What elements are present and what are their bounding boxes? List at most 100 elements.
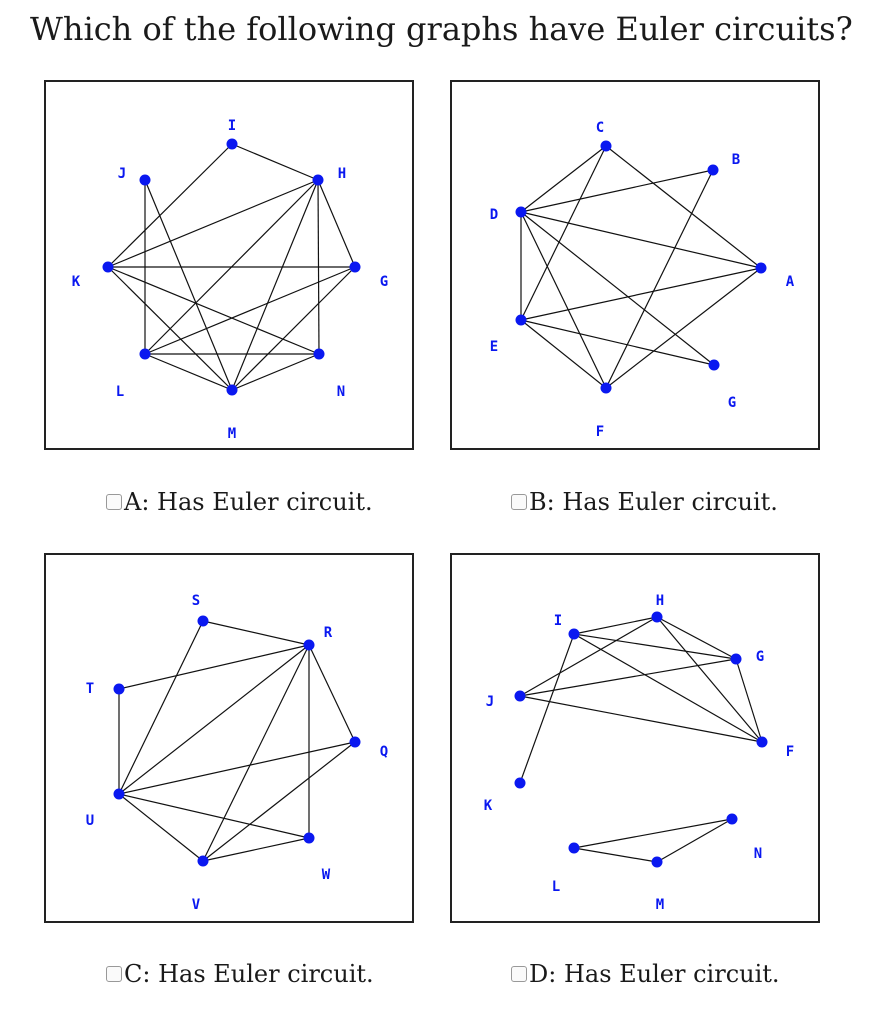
graph-c-edge-u-w bbox=[118, 793, 310, 839]
option-c-label: C: Has Euler circuit. bbox=[124, 960, 374, 988]
checkbox-d[interactable] bbox=[511, 966, 527, 982]
graph-c-vertex-label-u: U bbox=[86, 813, 94, 829]
graph-a-vertex-label-n: N bbox=[337, 384, 345, 400]
graph-a-vertex-i bbox=[226, 138, 238, 150]
graph-a-edge-m-g bbox=[231, 266, 356, 391]
graph-b-vertex-label-b: B bbox=[732, 152, 740, 168]
graph-a-vertex-k bbox=[102, 261, 114, 273]
graph-d-vertex-k bbox=[514, 777, 526, 789]
graph-c-vertex-label-s: S bbox=[192, 593, 200, 609]
graph-a-vertex-label-h: H bbox=[338, 166, 346, 182]
graph-c-edge-u-v bbox=[118, 793, 204, 862]
graph-d-vertex-n bbox=[726, 813, 738, 825]
graph-b-vertex-a bbox=[755, 262, 767, 274]
graph-d-edge-j-g bbox=[519, 658, 737, 697]
graph-c-vertex-t bbox=[113, 683, 125, 695]
graph-c-vertex-label-q: Q bbox=[380, 744, 388, 760]
graph-b-edge-d-g bbox=[520, 211, 715, 366]
graph-c-vertex-u bbox=[113, 788, 125, 800]
graph-b-vertex-label-e: E bbox=[490, 339, 498, 355]
graph-c-vertex-v bbox=[197, 855, 209, 867]
option-c[interactable]: C: Has Euler circuit. bbox=[106, 960, 374, 988]
graph-a-edge-h-l bbox=[144, 179, 319, 355]
graph-b-edge-f-b bbox=[605, 169, 714, 389]
graph-b-vertex-label-f: F bbox=[596, 424, 604, 440]
graph-d-edge-i-h bbox=[573, 616, 658, 635]
graph-d-vertex-label-k: K bbox=[484, 798, 493, 814]
graph-a-edge-j-m bbox=[144, 179, 233, 391]
option-b[interactable]: B: Has Euler circuit. bbox=[511, 488, 778, 516]
checkbox-a[interactable] bbox=[106, 494, 122, 510]
question-text: Which of the following graphs have Euler… bbox=[30, 10, 853, 48]
graph-c-vertex-q bbox=[349, 736, 361, 748]
graph-d-edge-m-n bbox=[656, 818, 733, 863]
graph-b-vertex-label-d: D bbox=[490, 207, 498, 223]
checkbox-c[interactable] bbox=[106, 966, 122, 982]
graph-a-edge-k-n bbox=[107, 266, 320, 355]
graph-b-edge-e-g bbox=[520, 319, 715, 366]
graph-d-vertex-label-n: N bbox=[754, 846, 762, 862]
graph-d-edge-i-g bbox=[573, 633, 737, 660]
graph-d-edge-i-f bbox=[573, 633, 763, 743]
graph-d-vertex-j bbox=[514, 690, 526, 702]
graph-b-vertex-label-c: C bbox=[596, 120, 604, 136]
graph-b-vertex-e bbox=[515, 314, 527, 326]
graph-a-edge-l-m bbox=[144, 353, 233, 391]
graph-a-edge-i-k bbox=[107, 143, 233, 268]
checkbox-b[interactable] bbox=[511, 494, 527, 510]
graph-c-vertex-label-r: R bbox=[324, 625, 333, 641]
graph-d-edge-h-g bbox=[656, 616, 737, 660]
graph-a-vertex-h bbox=[312, 174, 324, 186]
graph-a-vertex-j bbox=[139, 174, 151, 186]
graph-b-edge-e-f bbox=[520, 319, 607, 389]
graph-a-vertex-m bbox=[226, 384, 238, 396]
graph-a-edge-l-g bbox=[144, 266, 356, 355]
graph-c-vertex-label-t: T bbox=[86, 681, 94, 697]
graph-c-edge-s-r bbox=[202, 620, 310, 646]
graph-a-edge-h-g bbox=[317, 179, 356, 268]
option-a[interactable]: A: Has Euler circuit. bbox=[106, 488, 373, 516]
graph-a-vertex-label-j: J bbox=[118, 166, 126, 182]
graph-c-edge-u-q bbox=[118, 741, 356, 795]
graph-d-vertex-label-g: G bbox=[756, 649, 764, 665]
option-d[interactable]: D: Has Euler circuit. bbox=[511, 960, 780, 988]
graph-d-vertex-label-h: H bbox=[656, 593, 664, 609]
graph-d-vertex-l bbox=[568, 842, 580, 854]
graph-b-vertex-g bbox=[708, 359, 720, 371]
graph-a-vertex-g bbox=[349, 261, 361, 273]
graph-b-vertex-d bbox=[515, 206, 527, 218]
graph-d-edge-h-f bbox=[656, 616, 763, 743]
graph-d-vertex-i bbox=[568, 628, 580, 640]
graph-b-edge-c-d bbox=[520, 145, 607, 213]
graph-b-vertex-c bbox=[600, 140, 612, 152]
graph-c-edge-v-q bbox=[202, 741, 356, 862]
graph-c-edge-r-v bbox=[202, 644, 310, 862]
graph-b-vertex-label-g: G bbox=[728, 395, 736, 411]
graph-d-vertex-label-i: I bbox=[554, 613, 562, 629]
graph-b-edge-c-e bbox=[520, 145, 607, 321]
graph-a-vertex-n bbox=[313, 348, 325, 360]
option-a-label: A: Has Euler circuit. bbox=[124, 488, 373, 516]
graph-a-vertex-label-l: L bbox=[116, 384, 124, 400]
graph-c-vertex-s bbox=[197, 615, 209, 627]
graph-d-vertex-label-j: J bbox=[486, 694, 494, 710]
graph-d-edge-g-f bbox=[735, 658, 763, 743]
graph-b-svg: C B D A E G F bbox=[490, 120, 795, 440]
graph-a-edge-i-h bbox=[231, 143, 319, 181]
graph-d-vertex-f bbox=[756, 736, 768, 748]
option-b-label: B: Has Euler circuit. bbox=[529, 488, 778, 516]
graph-b-vertex-label-a: A bbox=[786, 274, 795, 290]
graph-c-edge-t-r bbox=[118, 644, 310, 690]
graph-c-vertex-label-w: W bbox=[322, 867, 331, 883]
graph-d-edge-l-m bbox=[573, 847, 658, 863]
graph-d-vertex-label-l: L bbox=[552, 879, 560, 895]
graph-a-vertex-l bbox=[139, 348, 151, 360]
graph-b-edge-f-a bbox=[605, 267, 762, 389]
graph-a-vertex-label-g: G bbox=[380, 274, 388, 290]
graph-b-edge-d-f bbox=[520, 211, 607, 389]
option-d-label: D: Has Euler circuit. bbox=[529, 960, 780, 988]
